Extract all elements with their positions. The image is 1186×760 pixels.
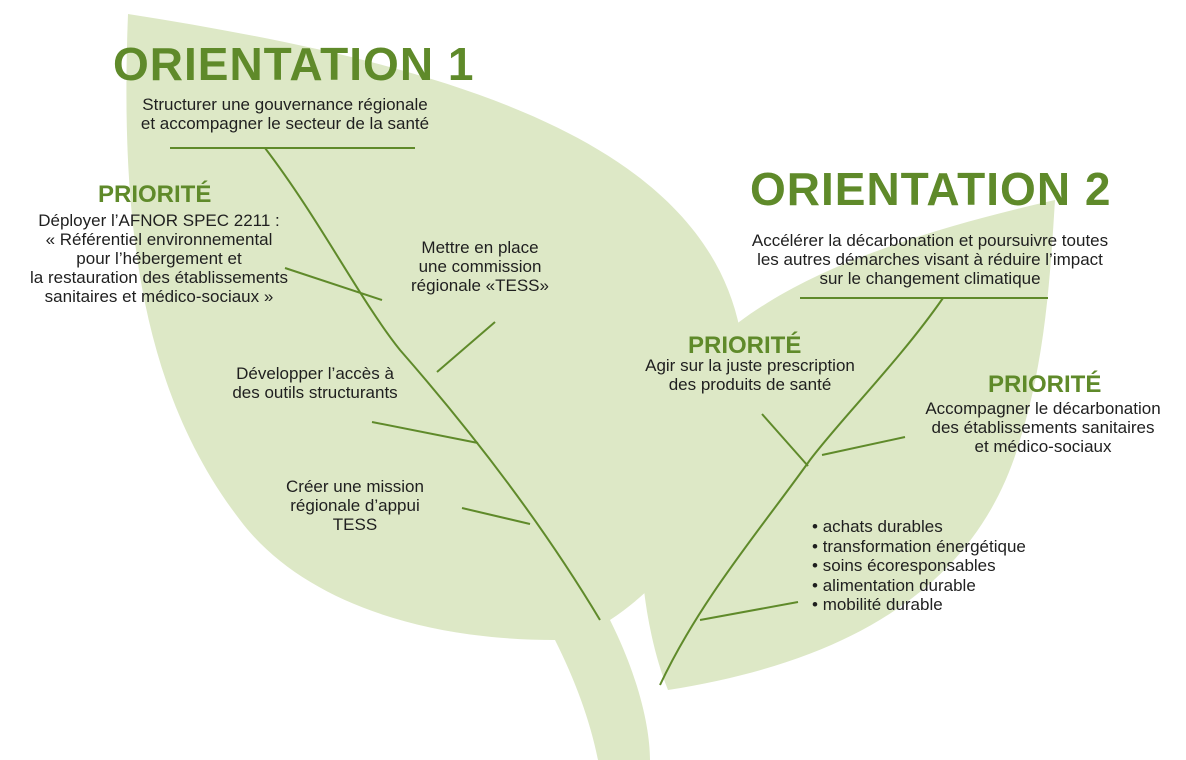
left-leaf-midrib: [264, 147, 601, 621]
bullet-item: soins écoresponsables: [812, 556, 1026, 576]
right-leaf-midrib: [659, 297, 944, 686]
orientation1-action-mission: Créer une mission régionale d’appui TESS: [286, 477, 424, 534]
branch-outils: [371, 421, 479, 444]
bullet-item: achats durables: [812, 517, 1026, 537]
orientation2-priority1-text: Agir sur la juste prescription des produ…: [645, 356, 855, 394]
bullet-item: transformation énergétique: [812, 537, 1026, 557]
orientation2-subtitle: Accélérer la décarbonation et poursuivre…: [751, 231, 1109, 288]
orientation2-priority1-label: PRIORITÉ: [688, 332, 802, 359]
orientation1-subtitle: Structurer une gouvernance régionale et …: [140, 95, 430, 133]
orientation2-priority2-text: Accompagner le décarbonation des établis…: [925, 399, 1161, 456]
orientation2-bullet-list: achats durables transformation énergétiq…: [812, 517, 1026, 615]
left-leaf: [126, 14, 744, 760]
orientation2-priority2-label: PRIORITÉ: [988, 371, 1102, 398]
branch-accompagner: [821, 436, 906, 456]
bullet-item: alimentation durable: [812, 576, 1026, 596]
branch-bullets: [699, 601, 799, 621]
orientation1-priority-label: PRIORITÉ: [98, 181, 212, 208]
orientation1-action-commission: Mettre en place une commission régionale…: [411, 238, 549, 295]
orientation1-action-outils: Développer l’accès à des outils structur…: [232, 364, 398, 402]
right-leaf: [640, 200, 1055, 690]
orientation1-priority-text: Déployer l’AFNOR SPEC 2211 : « Référenti…: [30, 211, 288, 306]
orientation2-title: ORIENTATION 2: [750, 163, 1112, 215]
branch-prescription: [761, 413, 809, 467]
branch-commission: [436, 321, 496, 373]
orientation1-title: ORIENTATION 1: [113, 38, 475, 90]
branch-priorite-1: [284, 267, 383, 301]
bullet-item: mobilité durable: [812, 595, 1026, 615]
branch-mission: [461, 507, 531, 525]
